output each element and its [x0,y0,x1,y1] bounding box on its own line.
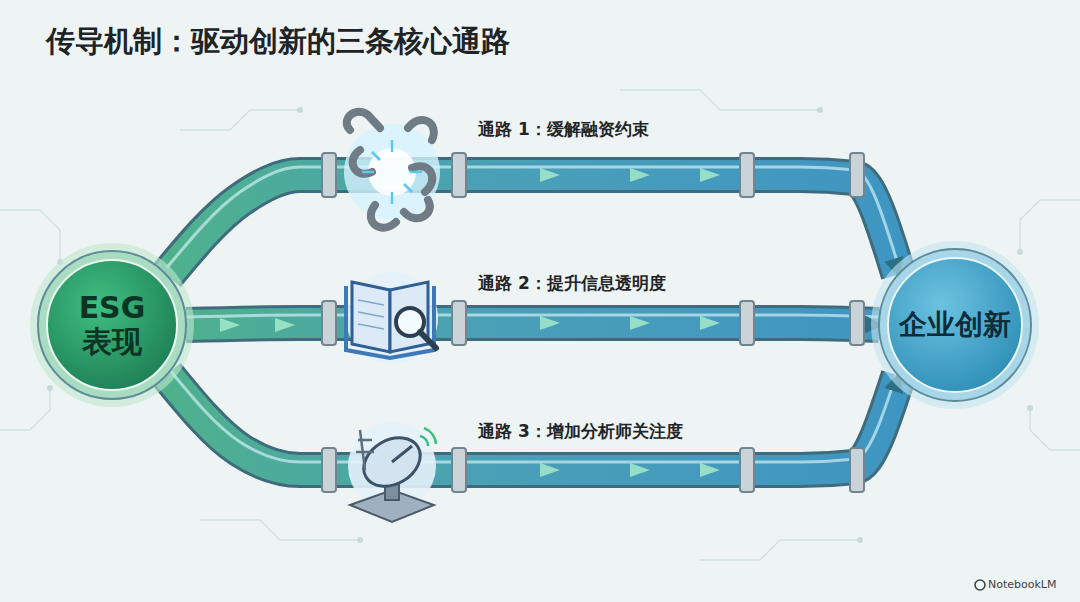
pipe-body [167,375,899,470]
target-circle: 企业创新 [879,249,1031,401]
pipe-flow [167,375,899,470]
pipe-connector [167,375,899,470]
circuit-lines [0,90,1080,560]
pipe-highlight [186,315,879,317]
pathway-label: 通路 3：增加分析师关注度 [478,420,683,443]
title: 传导机制：驱动创新的三条核心通路 [46,22,510,62]
pathway-label: 通路 2：提升信息透明度 [478,272,666,295]
pipe-highlight [167,167,899,267]
circuit-dots [47,107,1033,543]
source-circle: ESG 表现 [38,251,186,399]
broken-chain-icon [344,112,440,228]
satellite-dish-icon [348,422,436,522]
book-magnifier-icon [346,272,438,364]
pipe-body [167,175,899,275]
node-label: ESG 表现 [64,291,160,360]
pipe-flow [167,175,899,275]
node-label: 企业创新 [899,309,1011,341]
watermark-icon [975,580,985,590]
watermark: NotebookLM [988,578,1056,591]
pipe-connector [167,175,899,275]
pipe-group [167,367,899,470]
pipe-highlight [167,367,899,462]
pathway-label: 通路 1：缓解融资约束 [478,118,649,141]
pipe-group [167,167,899,275]
flow-arrows [220,168,720,477]
